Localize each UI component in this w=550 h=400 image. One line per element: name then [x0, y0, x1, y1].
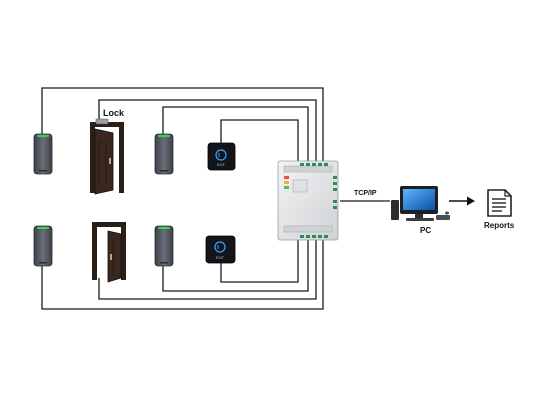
wire-reader-top-right: [162, 106, 309, 162]
lock-label: Lock: [103, 108, 125, 118]
pc-computer: [391, 186, 450, 221]
card-reader-top-right: [154, 133, 174, 175]
arrow-to-reports: [449, 196, 475, 206]
wire-exit-bottom: [220, 240, 299, 283]
wire-reader-bottom-left: [41, 240, 324, 310]
exit-text-bottom: EXIT: [216, 256, 225, 260]
wire-reader-bottom-right: [162, 240, 309, 292]
reports-label: Reports: [484, 221, 515, 230]
lock-device: [95, 118, 109, 125]
access-controller: [277, 160, 339, 241]
door-top: [90, 118, 124, 195]
exit-text-top: EXIT: [217, 163, 226, 167]
card-reader-top-left: [33, 133, 53, 175]
wiring: [41, 87, 390, 310]
door-bottom: [92, 222, 126, 283]
exit-button-bottom: EXIT: [205, 235, 236, 264]
tcp-ip-label: TCP/IP: [354, 190, 377, 197]
card-reader-bottom-left: [33, 225, 53, 267]
card-reader-bottom-right: [154, 225, 174, 267]
reports-document-icon: [487, 189, 512, 217]
wire-exit-top: [220, 119, 299, 162]
wire-lock-bottom: [98, 240, 317, 300]
wire-lock-top: [98, 99, 317, 162]
pc-label: PC: [420, 226, 432, 235]
exit-button-top: EXIT: [207, 142, 236, 171]
wire-reader-top-left: [41, 87, 324, 162]
